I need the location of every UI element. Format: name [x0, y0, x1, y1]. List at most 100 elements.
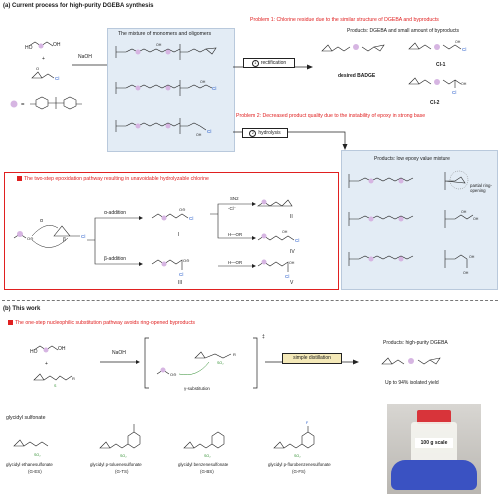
- svg-text:OH: OH: [461, 82, 467, 86]
- naoh-arrow-b: [100, 360, 140, 364]
- svg-text:Cl: Cl: [189, 216, 193, 221]
- hydrolysis-label: hydrolysis: [258, 130, 281, 136]
- svg-text:OH: OH: [156, 43, 162, 47]
- intermediate-III: O⊖ Cl: [151, 258, 189, 277]
- svg-text:OH: OH: [289, 261, 295, 265]
- desired-badge-label: desired BADGE: [338, 73, 376, 79]
- svg-text:OH: OH: [461, 210, 467, 214]
- svg-text:SO₂: SO₂: [204, 454, 211, 458]
- reagent-gts-structure: SO₂: [99, 424, 141, 458]
- two-step-box: [4, 172, 339, 290]
- lowepoxy-2: OH OH: [348, 210, 479, 228]
- bisphenol-reactant-b: HO OH: [30, 345, 66, 355]
- svg-text:OH: OH: [455, 40, 461, 44]
- product-V: OH Cl: [257, 259, 295, 279]
- branch-arrows: [87, 216, 143, 266]
- yield-text: Up to 94% isolated yield: [385, 380, 439, 386]
- roman-I: I: [178, 232, 180, 238]
- roman-III: III: [178, 280, 183, 286]
- svg-text:SO₂: SO₂: [294, 454, 301, 458]
- products-b-title: Products: high-purity DGEBA: [383, 340, 448, 346]
- svg-text:HO: HO: [25, 45, 33, 51]
- sn2-label: SN2: [230, 196, 239, 201]
- svg-text:SO₂: SO₂: [217, 361, 224, 365]
- oligomer-1: OH: [115, 43, 217, 60]
- svg-text:SO₂: SO₂: [120, 454, 127, 458]
- step2-number: 2: [249, 130, 257, 137]
- alpha-addition-label: α-addition: [104, 210, 127, 216]
- naoh-label: NaOH: [78, 54, 92, 60]
- h-or-label-2: H—OR: [228, 260, 243, 265]
- svg-text:Cl: Cl: [452, 90, 456, 95]
- svg-text:R: R: [233, 352, 236, 357]
- roman-V: V: [290, 280, 294, 286]
- products2-panel: [341, 150, 498, 290]
- svg-text:OH: OH: [58, 346, 66, 352]
- cl2-structure: OH Cl: [408, 77, 467, 95]
- svg-text:O⊖: O⊖: [179, 207, 185, 212]
- mixture-title: The mixture of monomers and oligomers: [118, 31, 212, 37]
- svg-text:OH: OH: [53, 42, 61, 48]
- svg-text:Cl: Cl: [285, 274, 289, 279]
- svg-text:OH: OH: [282, 230, 288, 234]
- oligomer-3: OH Cl: [115, 118, 211, 137]
- reagent-gbs-name: glycidyl benzenesulfonate: [178, 462, 229, 467]
- products1-title: Products: DGEBA and small amount of bypr…: [347, 28, 459, 34]
- svg-text:Cl: Cl: [179, 272, 183, 277]
- bisphenol-reactant: HO OH: [25, 41, 61, 51]
- step1-number: 1: [251, 60, 259, 67]
- reagent-gfs-structure: F SO₂: [273, 421, 315, 458]
- svg-text:Cl: Cl: [295, 238, 299, 243]
- svg-text:Cl: Cl: [212, 86, 216, 91]
- svg-text:O: O: [36, 66, 39, 71]
- lowepoxy-3: OH OH: [348, 250, 475, 275]
- svg-text:S: S: [54, 384, 57, 388]
- equals-sign: =: [21, 102, 25, 108]
- two-step-title: The two-step epoxidation pathway resulti…: [17, 176, 209, 182]
- gloved-hand: [391, 460, 477, 490]
- problem1-text: Problem 1: Chlorine residue due to the s…: [250, 17, 439, 23]
- svg-text:HO: HO: [30, 349, 38, 355]
- reagent-gfs-code: (G-FS): [292, 469, 306, 474]
- lowepoxy-1: [348, 170, 469, 190]
- r-group: R: [72, 376, 75, 381]
- badge-structure: [321, 44, 385, 52]
- svg-text:O⊖: O⊖: [183, 258, 189, 263]
- naoh-label-b: NaOH: [112, 350, 126, 356]
- svg-text:OH: OH: [463, 271, 469, 275]
- svg-text:OH: OH: [473, 217, 479, 221]
- red-square-icon: [17, 176, 22, 182]
- epichlorohydrin: O Cl: [31, 66, 59, 81]
- svg-text:Cl: Cl: [462, 47, 466, 52]
- section-a-title: (a) Current process for high-purity DGEB…: [3, 3, 154, 9]
- svg-text:O⊖: O⊖: [27, 236, 33, 241]
- cl1-label: Cl-1: [436, 62, 446, 68]
- svg-text:OH: OH: [469, 255, 475, 259]
- product-II: [257, 199, 293, 207]
- product-IV: OH Cl: [257, 230, 299, 243]
- roman-IV: IV: [290, 249, 295, 255]
- ts-mark: ‡: [262, 334, 265, 340]
- roman-II: II: [290, 214, 293, 220]
- products2-title: Products: low epoxy value mixture: [374, 156, 450, 162]
- minus-cl-label: -Cl⁻: [228, 206, 236, 211]
- cl1-structure: OH Cl: [408, 40, 466, 52]
- mixture-panel: [107, 28, 235, 152]
- svg-text:OH: OH: [200, 80, 206, 84]
- one-step-title: The one-step nucleophilic substitution p…: [8, 320, 195, 326]
- rectification-label: rectification: [260, 60, 287, 66]
- bottle-label: 100 g scale: [415, 438, 453, 448]
- reagent-gfs-name: glycidyl p-flurobenzenesulfonate: [268, 462, 331, 467]
- dgeba-product: [381, 357, 441, 365]
- product-photo: 100 g scale: [387, 404, 481, 494]
- distillation-box: simple distillation: [282, 353, 342, 364]
- intermediate-I: O⊖ Cl: [151, 207, 193, 221]
- svg-text:F: F: [306, 421, 309, 425]
- reagent-ges-structure: SO₂: [13, 439, 49, 457]
- oligomer-2: OH Cl: [115, 80, 216, 96]
- partial-ring-opening: partial ring-opening: [470, 183, 492, 193]
- beta-symbol: β: [63, 237, 66, 243]
